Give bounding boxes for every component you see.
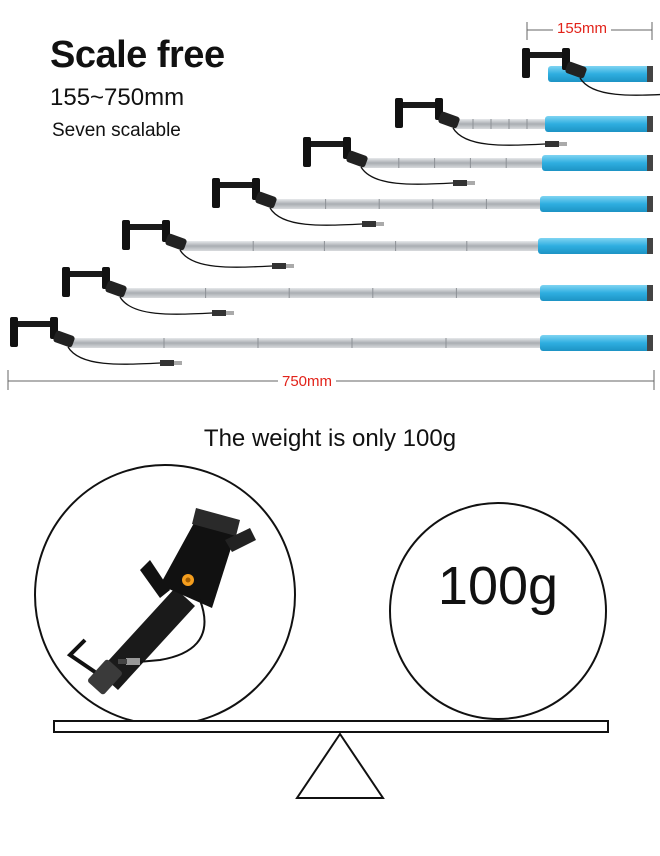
subtitle: Seven scalable xyxy=(52,120,181,141)
weight-caption: The weight is only 100g xyxy=(203,425,457,452)
folded-stick-icon xyxy=(66,508,256,695)
weight-circle xyxy=(389,502,607,720)
selfie-stick xyxy=(522,48,660,96)
selfie-stick xyxy=(395,98,653,147)
selfie-stick xyxy=(10,317,653,366)
weight-value: 100g xyxy=(437,556,559,616)
selfie-stick xyxy=(212,178,653,227)
stick-circle xyxy=(34,464,296,726)
max-length-label: 750mm xyxy=(278,373,337,390)
length-range: 155~750mm xyxy=(50,84,185,111)
selfie-stick xyxy=(303,137,653,186)
seesaw-fulcrum xyxy=(295,732,385,799)
seesaw-beam xyxy=(53,720,609,733)
selfie-stick xyxy=(122,220,653,269)
selfie-stick-stack xyxy=(10,48,660,366)
selfie-stick xyxy=(62,267,653,316)
min-length-label: 155mm xyxy=(553,20,612,37)
page-title: Scale free xyxy=(50,34,225,76)
